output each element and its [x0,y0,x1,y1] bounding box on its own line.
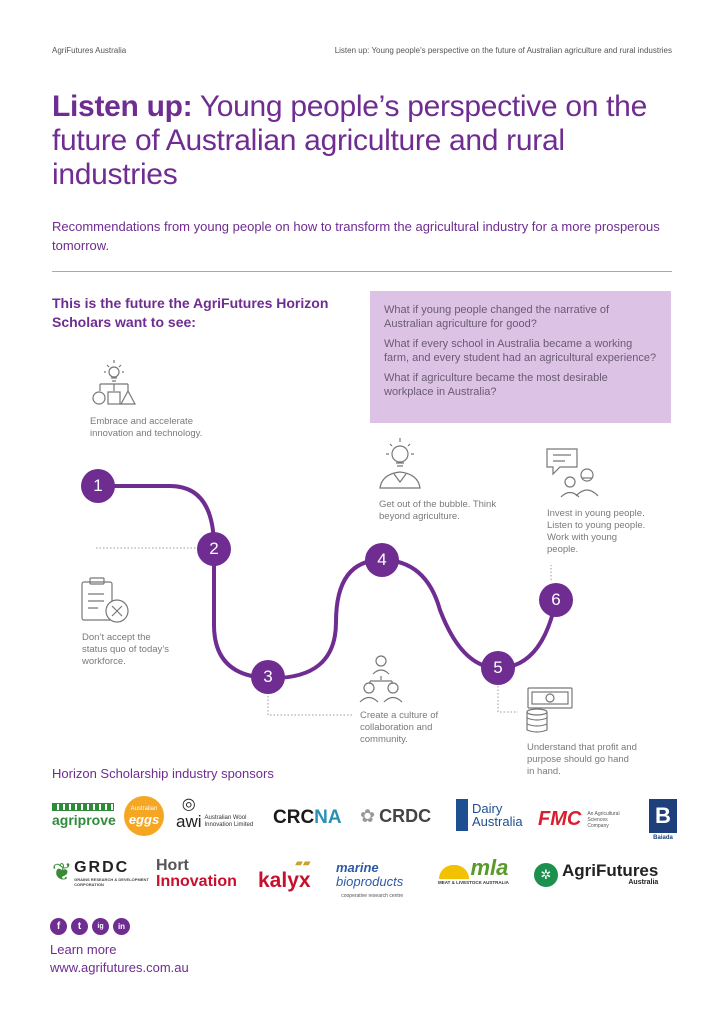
awi-text: awi [176,812,202,831]
facebook-icon[interactable]: f [50,918,67,935]
baiada-mark: B [649,799,677,833]
step-node-6: 6 [539,583,573,617]
fmc-subtext: An Agricultural Sciences Company [587,810,620,829]
marine-subtext: cooperative research centre [341,893,404,899]
title-bold: Listen up: [52,90,193,123]
crcna-text-b: NA [314,807,342,828]
future-heading: This is the future the AgriFutures Horiz… [52,295,329,330]
connector-5 [497,686,518,713]
learn-more-label: Learn more [50,942,117,957]
dairy-text-a: Dairy [472,801,503,816]
baiada-logo: B Baiada [649,799,677,841]
agrifutures-logo: ✲ AgriFutures Australia [534,862,658,887]
step-node-4: 4 [365,543,399,577]
dairy-mark [456,799,468,831]
sponsors-heading: Horizon Scholarship industry sponsors [52,766,274,781]
kalyx-text: kalyx [258,869,311,892]
step-node-2: 2 [197,532,231,566]
fmc-logo: FMC An Agricultural Sciences Company [538,808,629,831]
marine-text-b: bioproducts [336,874,404,889]
awi-subtext: Australian Wool Innovation Limited [204,815,254,828]
kalyx-logo: ▰▰ kalyx [258,858,311,893]
cotton-icon: ✿ [360,806,376,826]
mla-subtext: MEAT & LIVESTOCK AUSTRALIA [438,880,509,885]
what-if-1: What if young people changed the narrati… [384,304,610,330]
agrifutures-mark: ✲ [534,862,558,887]
step-node-3: 3 [251,660,285,694]
clipboard-cross-icon [81,577,129,623]
grdc-subtext: GRAINS RESEARCH & DEVELOPMENT CORPORATIO… [74,876,149,887]
agrifutures-text: AgriFutures [562,861,659,880]
money-stack-icon [526,687,573,733]
people-network-icon [359,655,403,703]
lightbulb-person-icon [379,438,421,489]
kalyx-leaf-icon: ▰▰ [295,858,311,869]
connector-3 [267,696,352,716]
step-text-2: Don’t accept the status quo of today’s w… [82,632,169,667]
step-node-1: 1 [81,469,115,503]
australian-eggs-logo: Australian eggs [124,796,164,836]
mla-logo: mla MEAT & LIVESTOCK AUSTRALIA [438,855,509,886]
crdc-logo: ✿ CRDC [360,806,431,827]
agriprove-text: agriprove [52,812,116,828]
agriprove-logo: agriprove [52,803,116,828]
step-text-6: Invest in young people. Listen to young … [547,508,646,555]
step-node-5: 5 [481,651,515,685]
step-text-3: Create a culture of collaboration and co… [360,710,439,745]
grdc-wheat-icon: ❦ [52,859,73,886]
what-if-3: What if agriculture became the most desi… [384,372,608,398]
divider [52,271,672,272]
step-text-4: Get out of the bubble. Think beyond agri… [379,499,497,522]
marine-text-a: marine [336,860,379,875]
title-rest: Young people’s perspective on the future… [52,90,647,191]
speech-people-icon [546,448,599,498]
mla-text: mla [470,855,509,880]
dairy-text-b: Australia [472,814,523,829]
twitter-icon[interactable]: t [71,918,88,935]
awi-swirl-icon: ◎ [181,796,196,813]
instagram-icon[interactable]: ig [92,918,109,935]
what-if-2: What if every school in Australia became… [384,338,657,364]
hort-text-a: Hort [156,857,189,874]
dairy-australia-logo: Dairy Australia [456,799,523,831]
crdc-text: CRDC [379,806,432,826]
eggs-top-text: Australian [130,805,158,812]
page-title: Listen up: Young people’s perspective on… [52,90,672,192]
header-left: AgriFutures Australia [52,46,127,55]
header-right: Listen up: Young people's perspective on… [334,46,672,55]
linkedin-icon[interactable]: in [113,918,130,935]
agrifutures-subtext: Australia [628,879,659,886]
hort-innovation-logo: Hort Innovation [156,858,237,890]
eggs-text: eggs [128,811,160,827]
baiada-text: Baiada [653,835,673,841]
step-text-1: Embrace and accelerate innovation and te… [90,416,203,439]
subtitle: Recommendations from young people on how… [52,219,660,253]
hort-text-b: Innovation [156,873,237,890]
mla-sun-mark [438,865,469,879]
fmc-text: FMC [538,808,582,830]
agriprove-mark [52,803,114,811]
step-text-5: Understand that profit and purpose shoul… [527,742,637,777]
innovation-shapes-icon [92,360,137,405]
grdc-text: GRDC [74,858,130,876]
crcna-text-a: CRC [273,807,315,828]
marine-bioproducts-logo: marine bioproducts cooperative research … [336,861,403,903]
awi-logo: ◎ awi Australian Wool Innovation Limited [176,794,267,832]
what-if-panel: What if young people changed the narrati… [370,291,671,423]
website-link[interactable]: www.agrifutures.com.au [50,960,189,975]
grdc-logo: ❦ GRDC GRAINS RESEARCH & DEVELOPMENT COR… [52,858,154,887]
